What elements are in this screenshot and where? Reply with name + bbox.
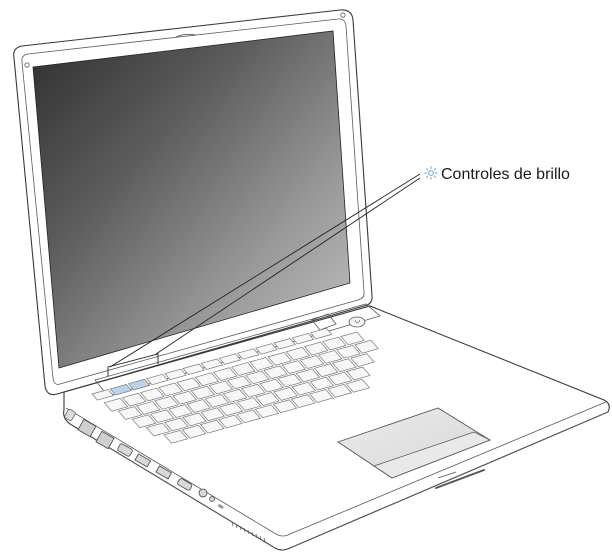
usb-port-2: [155, 465, 173, 480]
keyboard-key[interactable]: [249, 357, 274, 371]
keyboard-key[interactable]: [327, 371, 353, 386]
keyboard-key[interactable]: [226, 375, 252, 390]
keyboard-key[interactable]: [231, 362, 256, 376]
keyboard-key[interactable]: [345, 378, 371, 393]
keyboard-key[interactable]: [182, 412, 207, 427]
firewire-port: [117, 443, 133, 457]
keyboard-key[interactable]: [236, 397, 262, 411]
brightness-key[interactable]: [109, 384, 133, 396]
laptop-lid: [13, 9, 373, 396]
keyboard-key[interactable]: [309, 389, 334, 403]
keyboard-key[interactable]: [259, 378, 284, 393]
keyboard-key[interactable]: [354, 339, 379, 354]
keyboard-key[interactable]: [327, 384, 352, 398]
keyboard-key[interactable]: [145, 422, 171, 437]
keyboard-key[interactable]: [204, 394, 230, 408]
usb-port-1: [134, 453, 152, 468]
keyboard-key[interactable]: [267, 351, 293, 366]
keyboard-key[interactable]: [194, 372, 220, 387]
power-button[interactable]: [348, 316, 366, 328]
brightness-controls-callout: Controles de brillo: [424, 165, 570, 185]
keyboard-key[interactable]: [317, 350, 343, 364]
brightness-callout-bracket: [107, 173, 421, 376]
keyboard-key[interactable]: [236, 348, 260, 360]
keyboard-key[interactable]: [313, 363, 339, 378]
power-port: [64, 409, 76, 421]
keyboard-key[interactable]: [303, 341, 329, 356]
keyboard-key[interactable]: [240, 383, 266, 398]
side-ports: [64, 409, 485, 543]
keyboard-key[interactable]: [281, 360, 307, 374]
keyboard-key[interactable]: [186, 399, 212, 413]
keyboard-key[interactable]: [263, 365, 288, 380]
lid-latch-dot: [24, 62, 30, 68]
keyboard-key[interactable]: [181, 424, 207, 439]
keyboard-key[interactable]: [336, 344, 361, 359]
keyboard-key[interactable]: [254, 392, 280, 406]
keyboard-key[interactable]: [190, 385, 216, 400]
keyboard-key[interactable]: [295, 368, 321, 383]
keyboard-key[interactable]: [131, 414, 157, 429]
keyboard-key[interactable]: [168, 404, 193, 418]
keyboard-key[interactable]: [285, 346, 311, 361]
modem-port: [95, 430, 115, 450]
keyboard-key[interactable]: [331, 358, 357, 373]
keyboard-key[interactable]: [218, 353, 242, 365]
keyboard-key[interactable]: [277, 373, 303, 388]
keyboard-key[interactable]: [322, 336, 347, 351]
keyboard-key[interactable]: [345, 366, 371, 381]
keyboard-key[interactable]: [273, 338, 296, 350]
audio-out-port: [198, 488, 208, 498]
keyboard-key[interactable]: [172, 390, 197, 405]
keyboard-key[interactable]: [145, 373, 169, 386]
brightness-sun-icon: [424, 166, 438, 180]
keyboard-key[interactable]: [218, 402, 244, 417]
keyboard-key[interactable]: [149, 409, 175, 424]
keyboard-key[interactable]: [200, 407, 226, 422]
keyboard-key[interactable]: [164, 368, 187, 381]
keyboard-key[interactable]: [299, 355, 325, 369]
keyboard-key[interactable]: [163, 417, 189, 432]
ethernet-port: [77, 418, 97, 438]
display-screen: [32, 30, 351, 369]
keyboard-key[interactable]: [236, 409, 261, 424]
keyboard-key[interactable]: [154, 395, 179, 410]
keyboard-key[interactable]: [255, 343, 278, 355]
keyboard-key[interactable]: [272, 399, 298, 414]
keyboard-key[interactable]: [103, 397, 129, 412]
keyboard-key[interactable]: [199, 419, 225, 434]
keyboard-key[interactable]: [91, 389, 114, 401]
trackpad[interactable]: [336, 407, 492, 479]
keyboard-key[interactable]: [222, 388, 248, 403]
keyboard-key[interactable]: [212, 367, 238, 382]
keyboard-key[interactable]: [140, 387, 165, 402]
keyboard-key[interactable]: [254, 404, 280, 419]
keyboard-key[interactable]: [245, 370, 270, 385]
keyboard-key[interactable]: [309, 376, 335, 391]
keyboard-key[interactable]: [340, 331, 365, 346]
keyboard-key[interactable]: [350, 353, 375, 367]
keyboard-key[interactable]: [121, 392, 147, 407]
trackpad-button[interactable]: [373, 431, 491, 479]
audio-in-port: [209, 496, 215, 502]
keyboard-key[interactable]: [117, 406, 143, 420]
keyboard-key[interactable]: [163, 429, 189, 444]
keyboard-key[interactable]: [158, 382, 183, 397]
keyboard-key[interactable]: [291, 381, 317, 396]
keyboard-key[interactable]: [290, 394, 316, 408]
keyboard-key[interactable]: [135, 401, 161, 415]
keyboard-key[interactable]: [200, 358, 224, 370]
video-port: [177, 478, 193, 491]
keyboard-key[interactable]: [309, 327, 333, 340]
brightness-controls-label: Controles de brillo: [441, 166, 570, 183]
keyboard-key[interactable]: [291, 333, 315, 345]
keyboard-key[interactable]: [176, 377, 202, 392]
keyboard-key[interactable]: [273, 387, 298, 401]
keyboard-key[interactable]: [182, 363, 205, 375]
keyboard-key[interactable]: [218, 414, 243, 429]
keyboard: [91, 327, 379, 444]
keyboard-key[interactable]: [208, 380, 234, 395]
brightness-key[interactable]: [127, 378, 151, 391]
